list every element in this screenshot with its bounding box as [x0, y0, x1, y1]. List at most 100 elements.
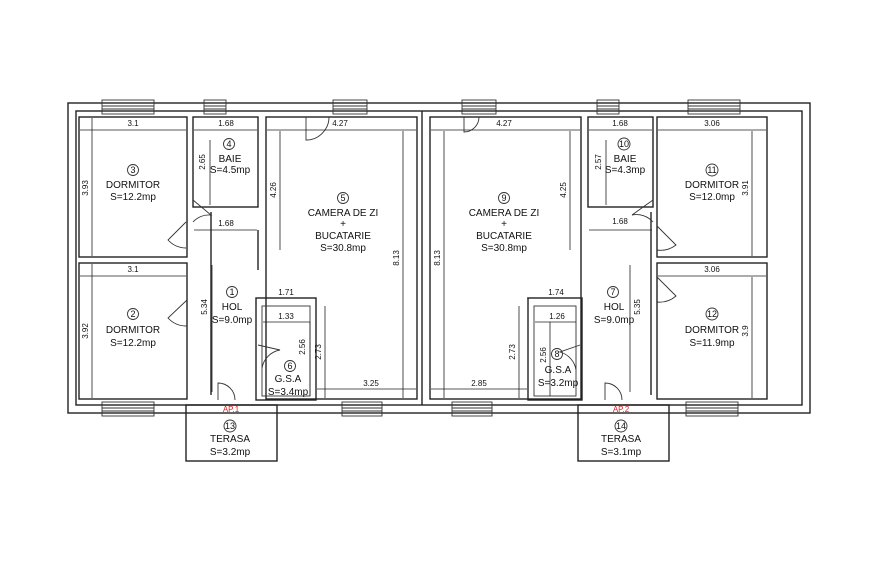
apartment-label: AP.2 — [613, 405, 630, 414]
door-icon — [192, 199, 213, 223]
dimension-label: 3.91 — [741, 180, 750, 196]
room-number: 4 — [226, 139, 231, 149]
windows — [101, 99, 741, 417]
window-icon — [451, 401, 493, 417]
room-name: BUCATARIE — [315, 231, 371, 242]
dimension-label: 3.9 — [741, 325, 750, 337]
room-number: 5 — [340, 193, 345, 203]
exterior-walls — [67, 102, 811, 414]
door-icon — [463, 116, 480, 133]
dimension-label: 1.68 — [612, 217, 628, 226]
room-name: G.S.A — [545, 365, 572, 376]
window-icon — [596, 99, 620, 115]
room-name: TERASA — [210, 434, 250, 445]
room-labels: 3 DORMITOR S=12.2mp 4 BAIE S=4.5mp 5 CAM… — [106, 137, 739, 458]
door-icon — [656, 276, 677, 303]
dimension-label: 2.65 — [198, 154, 207, 170]
dimension-label: 1.68 — [218, 219, 234, 228]
dimension-label: 4.27 — [496, 119, 512, 128]
room-number: 13 — [225, 421, 235, 431]
dimension-label: 1.74 — [548, 288, 564, 297]
room-number: 9 — [501, 193, 506, 203]
room-number: 10 — [619, 139, 629, 149]
dimension-label: 4.26 — [269, 182, 278, 198]
dimension-label: 2.73 — [314, 344, 323, 360]
interior-walls — [78, 111, 768, 462]
window-icon — [101, 401, 155, 417]
room-number: 14 — [616, 421, 626, 431]
dimension-lines — [80, 118, 766, 398]
door-icon — [305, 116, 330, 141]
room-name: BUCATARIE — [476, 231, 532, 242]
room-name: HOL — [222, 302, 243, 313]
room-area: S=4.3mp — [605, 165, 646, 176]
door-icon — [167, 221, 187, 249]
room-name: DORMITOR — [685, 180, 739, 191]
dimension-label: 3.06 — [704, 265, 720, 274]
room-name: HOL — [604, 302, 625, 313]
dimension-label: 2.85 — [471, 379, 487, 388]
dimension-label: 2.56 — [298, 339, 307, 355]
dimension-label: 5.35 — [633, 299, 642, 315]
room-area: S=3.4mp — [268, 387, 309, 398]
door-icon — [656, 225, 677, 251]
dimension-label: 3.1 — [127, 265, 139, 274]
door-icon — [167, 299, 188, 327]
apartment-label: AP.1 — [223, 405, 240, 414]
door-icon — [558, 344, 581, 371]
room-name: DORMITOR — [685, 325, 739, 336]
dimension-label: 3.1 — [127, 119, 139, 128]
dimension-label: 2.56 — [539, 347, 548, 363]
room-name: CAMERA DE ZI — [308, 208, 379, 219]
room-number: 2 — [130, 309, 135, 319]
dimension-label: 2.57 — [594, 154, 603, 170]
room-area: S=30.8mp — [481, 243, 527, 254]
window-icon — [687, 99, 741, 115]
room-area: S=11.9mp — [689, 338, 735, 349]
room-name: + — [501, 219, 507, 230]
room-area: S=12.2mp — [110, 338, 156, 349]
dimension-label: 3.25 — [363, 379, 379, 388]
room-name: BAIE — [219, 154, 242, 165]
room-number: 7 — [610, 287, 615, 297]
window-icon — [332, 99, 368, 115]
room-number: 6 — [287, 361, 292, 371]
room-number: 1 — [229, 287, 234, 297]
window-icon — [203, 99, 227, 115]
room-area: S=4.5mp — [210, 165, 251, 176]
window-icon — [101, 99, 155, 115]
window-icon — [685, 401, 739, 417]
dimension-label: 2.73 — [508, 344, 517, 360]
dimension-label: 1.68 — [612, 119, 628, 128]
door-icon — [631, 199, 654, 223]
room-name: CAMERA DE ZI — [469, 208, 540, 219]
dimension-label: 1.68 — [218, 119, 234, 128]
room-area: S=12.2mp — [110, 192, 156, 203]
room-area: S=3.2mp — [210, 447, 251, 458]
room-name: DORMITOR — [106, 180, 160, 191]
room-area: S=30.8mp — [320, 243, 366, 254]
door-icon — [604, 382, 623, 401]
door-icon — [217, 382, 236, 401]
dimension-label: 1.33 — [278, 312, 294, 321]
room-number: 8 — [554, 349, 559, 359]
dimension-label: 3.93 — [81, 180, 90, 196]
room-number: 12 — [707, 309, 717, 319]
dimension-label: 1.26 — [549, 312, 565, 321]
dimension-label: 4.25 — [559, 182, 568, 198]
room-name: G.S.A — [275, 374, 302, 385]
door-icon — [257, 344, 281, 369]
dimension-label: 3.92 — [81, 323, 90, 339]
room-area: S=9.0mp — [212, 315, 253, 326]
room-name: BAIE — [614, 154, 637, 165]
room-area: S=9.0mp — [594, 315, 635, 326]
room-area: S=3.2mp — [538, 378, 579, 389]
room-name: TERASA — [601, 434, 641, 445]
dimension-label: 8.13 — [433, 250, 442, 266]
room-number: 3 — [130, 165, 135, 175]
window-icon — [341, 401, 383, 417]
room-area: S=12.0mp — [689, 192, 735, 203]
dimension-labels: 3.1 3.93 1.68 2.65 1.68 4.27 4.26 8.13 3… — [81, 119, 750, 388]
dimension-label: 3.06 — [704, 119, 720, 128]
